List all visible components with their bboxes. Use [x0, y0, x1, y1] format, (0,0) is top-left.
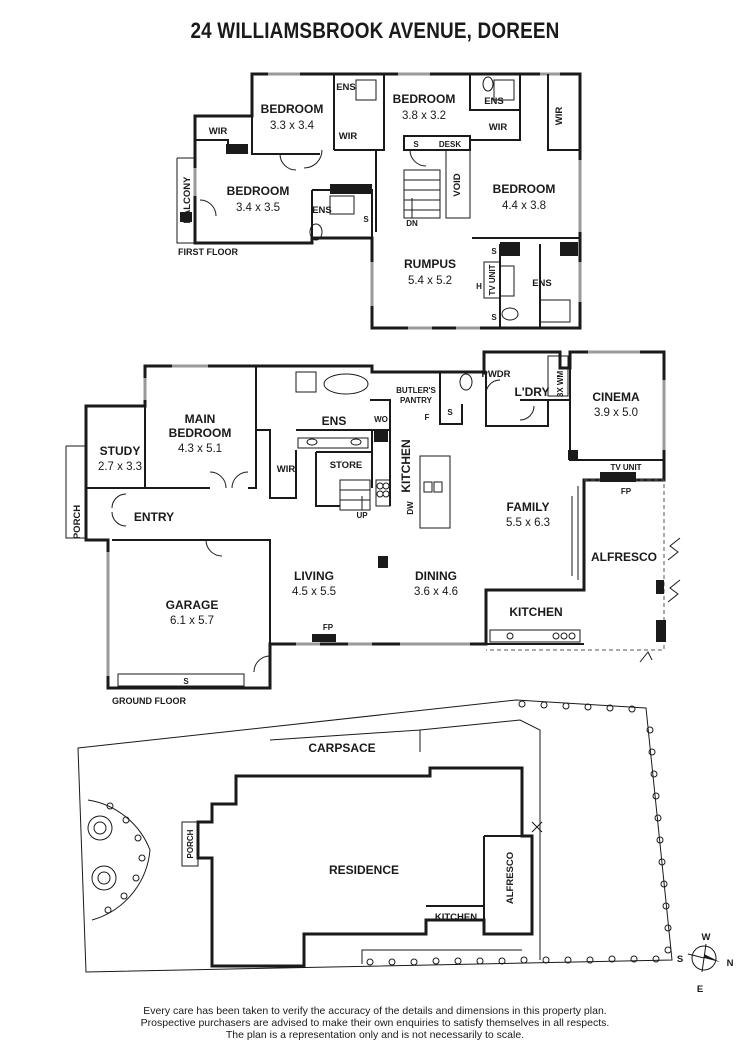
- gf-dining-name: DINING: [415, 569, 457, 583]
- gf-ldry: L'DRY: [514, 385, 549, 399]
- gf-kitchen: KITCHEN: [399, 439, 413, 492]
- ff-s-3: S: [491, 247, 497, 256]
- ff-wir-3: WIR: [489, 122, 508, 133]
- ff-dn: DN: [406, 219, 418, 228]
- gf-garage-name: GARAGE: [166, 598, 219, 612]
- disclaimer-line-3: The plan is a representation only and is…: [225, 1029, 525, 1041]
- compass-e: E: [697, 984, 703, 995]
- gf-store: STORE: [330, 460, 363, 471]
- ff-bedroom-b-dims: 3.8 x 3.2: [402, 110, 446, 122]
- compass-s: S: [677, 954, 683, 965]
- ff-bedroom-a-dims: 3.3 x 3.4: [270, 120, 315, 132]
- gf-pwdr: PWDR: [481, 369, 510, 380]
- disclaimer-line-2: Prospective purchasers are advised to ma…: [140, 1017, 610, 1029]
- site-alfresco: ALFRESCO: [505, 852, 516, 904]
- gf-family-dims: 5.5 x 6.3: [506, 517, 550, 529]
- ff-rumpus-name: RUMPUS: [404, 257, 456, 271]
- ff-bedroom-d-dims: 4.4 x 3.8: [502, 200, 546, 212]
- gf-butlers-line2: PANTRY: [400, 396, 433, 405]
- ff-bedroom-c-dims: 3.4 x 3.5: [236, 202, 280, 214]
- site-residence: RESIDENCE: [329, 863, 399, 877]
- gf-main-bedroom-dims: 4.3 x 5.1: [178, 443, 222, 455]
- ff-rumpus-dims: 5.4 x 5.2: [408, 275, 452, 287]
- compass-w: W: [702, 932, 711, 943]
- ff-bedroom-a-name: BEDROOM: [261, 102, 324, 116]
- ff-h: H: [476, 282, 482, 291]
- gf-butlers-line1: BUTLER'S: [396, 386, 436, 395]
- balcony-outline: [176, 157, 195, 244]
- gf-dining-dims: 3.6 x 4.6: [414, 586, 458, 598]
- ff-ens-3: ENS: [312, 205, 332, 216]
- hedge-right: [366, 700, 672, 966]
- shower-fixture: [493, 79, 515, 101]
- residence-outline: [196, 766, 534, 968]
- gf-up: UP: [356, 511, 368, 520]
- ff-balcony: BALCONY: [182, 176, 193, 224]
- ff-s-2: S: [363, 215, 369, 224]
- disclaimer: Every care has been taken to verify the …: [0, 1005, 750, 1041]
- gf-study-dims: 2.7 x 3.3: [98, 461, 142, 473]
- gf-f: F: [425, 413, 430, 422]
- ff-wir-1: WIR: [209, 126, 228, 137]
- gf-fp-family: FP: [621, 487, 632, 496]
- ff-desk: DESK: [439, 140, 461, 149]
- gf-cinema-name: CINEMA: [592, 390, 640, 404]
- ground-floor-plan: MAIN BEDROOM 4.3 x 5.1 STUDY 2.7 x 3.3 P…: [65, 350, 681, 706]
- gf-family-name: FAMILY: [507, 500, 550, 514]
- ff-bedroom-c-name: BEDROOM: [227, 184, 290, 198]
- site-kitchen: KITCHEN: [435, 912, 477, 923]
- ff-wir-2: WIR: [339, 131, 358, 142]
- gf-outdoor-kitchen: KITCHEN: [509, 605, 562, 619]
- first-floor-plan: BEDROOM 3.3 x 3.4 BEDROOM 3.8 x 3.2 BEDR…: [176, 72, 582, 330]
- compass-rose: W N S E: [677, 932, 734, 995]
- ff-s-1: S: [413, 140, 419, 149]
- gf-study-name: STUDY: [100, 444, 141, 458]
- gf-cinema-dims: 3.9 x 5.0: [594, 407, 638, 419]
- gf-s-garage: S: [183, 677, 189, 686]
- gf-washing-machines: 3X WM: [556, 371, 565, 398]
- ff-tv-unit: TV UNIT: [488, 264, 497, 295]
- ff-s-4: S: [491, 313, 497, 322]
- gf-porch: PORCH: [72, 505, 83, 539]
- site-plan: CARPSACE RESIDENCE PORCH ALFRESCO KITCHE…: [77, 699, 673, 973]
- gf-main-bedroom-line2: BEDROOM: [169, 426, 232, 440]
- ground-floor-label: GROUND FLOOR: [112, 696, 186, 706]
- gf-wir: WIR: [277, 464, 296, 475]
- gf-ens: ENS: [322, 414, 347, 428]
- gf-fp-living: FP: [323, 623, 334, 632]
- ff-wir-4: WIR: [554, 107, 565, 126]
- ff-void: VOID: [452, 173, 463, 196]
- ff-bedroom-b-name: BEDROOM: [393, 92, 456, 106]
- gf-s-pantry: S: [447, 408, 453, 417]
- first-floor-label: FIRST FLOOR: [178, 247, 238, 257]
- disclaimer-line-1: Every care has been taken to verify the …: [143, 1005, 607, 1017]
- ff-bedroom-d-name: BEDROOM: [493, 182, 556, 196]
- gf-garage-dims: 6.1 x 5.7: [170, 615, 214, 627]
- gf-entry: ENTRY: [134, 510, 174, 524]
- ff-ens-4: ENS: [532, 278, 552, 289]
- site-porch: PORCH: [186, 829, 195, 858]
- gf-wo: WO: [374, 415, 388, 424]
- ff-ens-2: ENS: [484, 96, 504, 107]
- kitchen-island: [419, 455, 451, 529]
- gf-tv-unit: TV UNIT: [610, 463, 641, 472]
- gf-alfresco: ALFRESCO: [591, 550, 657, 564]
- plan-title: 24 WILLIAMSBROOK AVENUE, DOREEN: [190, 18, 560, 43]
- compass-n: N: [727, 958, 734, 969]
- gf-living-dims: 4.5 x 5.5: [292, 586, 336, 598]
- ff-ens-1: ENS: [336, 82, 356, 93]
- gf-main-bedroom-line1: MAIN: [185, 412, 216, 426]
- gf-dw: DW: [406, 501, 415, 515]
- gf-living-name: LIVING: [294, 569, 334, 583]
- site-carpsace: CARPSACE: [308, 741, 375, 755]
